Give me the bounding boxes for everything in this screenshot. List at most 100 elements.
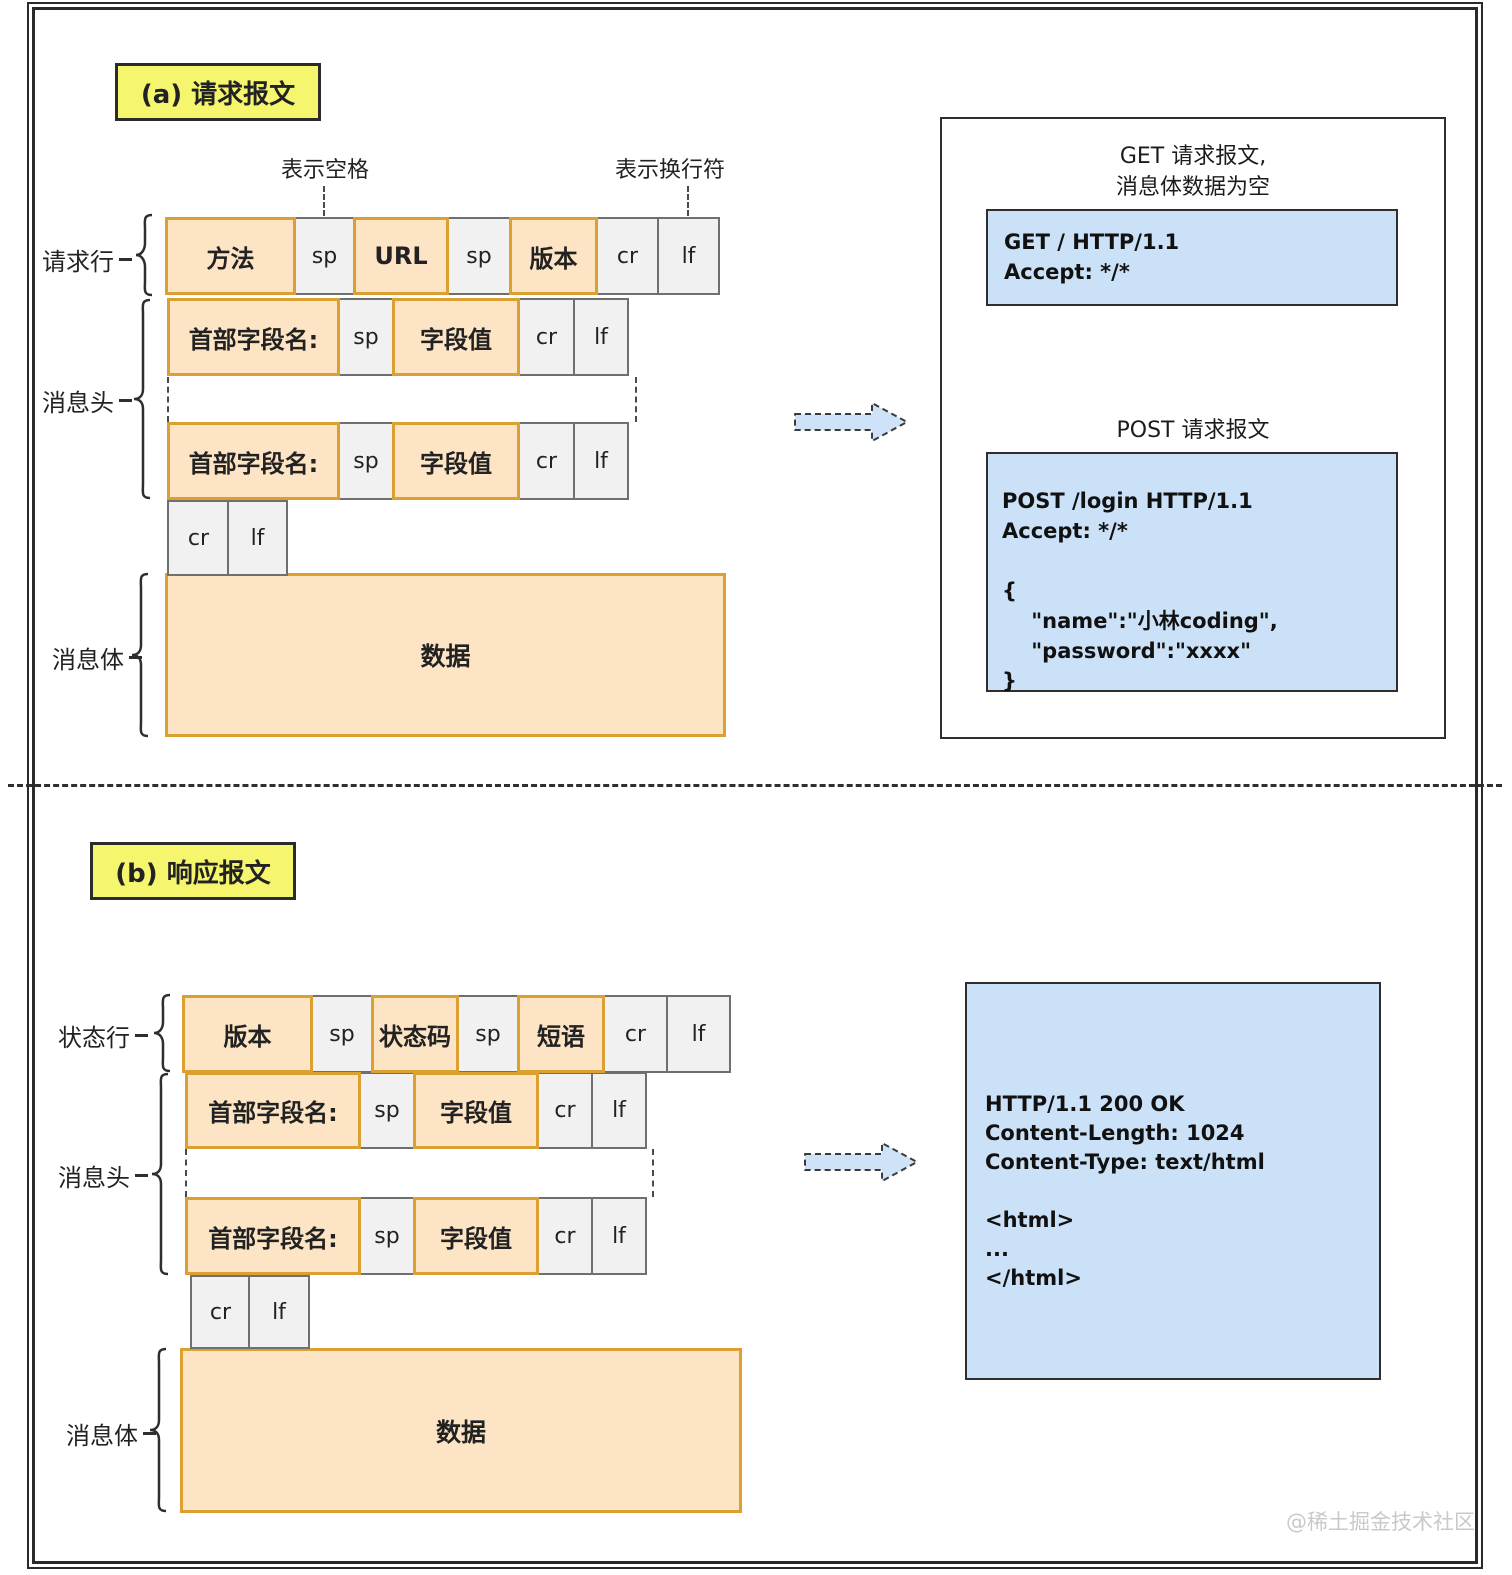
header-row: 首部字段名: sp 字段值 cr lf bbox=[185, 1197, 647, 1275]
arrow-right-icon bbox=[804, 1142, 918, 1182]
response-code-box: HTTP/1.1 200 OK Content-Length: 1024 Con… bbox=[965, 982, 1381, 1380]
post-request-code-box: POST /login HTTP/1.1 Accept: */* { "name… bbox=[986, 452, 1398, 693]
cell-version: 版本 bbox=[509, 217, 598, 295]
code-line: HTTP/1.1 200 OK bbox=[985, 1092, 1185, 1116]
code-line: POST /login HTTP/1.1 bbox=[1002, 489, 1253, 513]
cell-field-value: 字段值 bbox=[392, 298, 520, 376]
cell-cr: cr bbox=[536, 1197, 594, 1275]
request-examples-panel: GET 请求报文, 消息体数据为空 GET / HTTP/1.1 Accept:… bbox=[940, 117, 1446, 739]
label-headers: 消息头 bbox=[58, 1158, 148, 1193]
label-request-line: 请求行 bbox=[42, 242, 132, 277]
cell-lf: lf bbox=[573, 298, 629, 376]
section-divider-dashed-line bbox=[8, 784, 1502, 787]
brace-status-line bbox=[153, 993, 171, 1073]
cell-cr: cr bbox=[536, 1072, 594, 1149]
label-headers: 消息头 bbox=[42, 383, 132, 418]
annotation-space: 表示空格 bbox=[280, 158, 369, 183]
code-line bbox=[985, 1177, 1379, 1206]
get-example-title: GET 请求报文, 消息体数据为空 bbox=[942, 141, 1444, 203]
label-status-line-text: 状态行 bbox=[58, 1024, 130, 1052]
cell-version: 版本 bbox=[182, 995, 313, 1073]
cell-sp: sp bbox=[337, 298, 395, 376]
request-line-row: 方法 sp URL sp 版本 cr lf bbox=[165, 217, 720, 295]
code-line: Accept: */* bbox=[1002, 519, 1128, 543]
headers-gap-dash-left bbox=[167, 377, 169, 422]
code-line: </html> bbox=[985, 1266, 1082, 1290]
cell-method: 方法 bbox=[165, 217, 296, 295]
cell-cr: cr bbox=[517, 298, 576, 376]
cell-lf: lf bbox=[591, 1197, 647, 1275]
post-example-title: POST 请求报文 bbox=[1116, 418, 1270, 443]
code-line: Content-Type: text/html bbox=[985, 1150, 1265, 1174]
code-line: } bbox=[1002, 669, 1017, 693]
cell-phrase: 短语 bbox=[517, 995, 605, 1073]
code-line: { bbox=[1002, 579, 1017, 603]
cell-header-field-name: 首部字段名: bbox=[185, 1072, 361, 1149]
cell-header-field-name: 首部字段名: bbox=[167, 422, 340, 500]
label-headers-text: 消息头 bbox=[42, 389, 114, 417]
annotation-newline-pointer-line bbox=[687, 186, 689, 216]
cell-cr: cr bbox=[602, 995, 669, 1073]
label-headers-text: 消息头 bbox=[58, 1164, 130, 1192]
section-a-title: (a) 请求报文 bbox=[115, 63, 321, 121]
label-status-line: 状态行 bbox=[58, 1018, 148, 1053]
brace-headers bbox=[151, 1072, 169, 1276]
code-line: GET / HTTP/1.1 bbox=[1004, 230, 1180, 254]
code-line: Accept: */* bbox=[1004, 260, 1130, 284]
headers-gap-dash-right bbox=[635, 377, 637, 422]
get-example-title-line1: GET 请求报文, bbox=[1119, 144, 1267, 169]
cell-status-code: 状态码 bbox=[371, 995, 459, 1073]
brace-headers bbox=[133, 298, 151, 500]
cell-cr: cr bbox=[595, 217, 660, 295]
message-body-box: 数据 bbox=[165, 573, 726, 737]
cell-header-field-name: 首部字段名: bbox=[167, 298, 340, 376]
section-b-title: (b) 响应报文 bbox=[90, 842, 296, 900]
cell-sp: sp bbox=[337, 422, 395, 500]
code-line: "name":"小林coding", bbox=[1002, 609, 1278, 633]
cell-cr: cr bbox=[190, 1275, 251, 1349]
label-body: 消息体 bbox=[52, 640, 142, 675]
message-body-box: 数据 bbox=[180, 1348, 742, 1513]
code-line: Content-Length: 1024 bbox=[985, 1121, 1245, 1145]
cell-lf: lf bbox=[573, 422, 629, 500]
label-request-line-text: 请求行 bbox=[42, 248, 114, 276]
cell-sp: sp bbox=[293, 217, 356, 295]
cell-cr: cr bbox=[167, 500, 230, 576]
header-row: 首部字段名: sp 字段值 cr lf bbox=[167, 422, 629, 500]
label-body: 消息体 bbox=[66, 1416, 156, 1451]
cell-sp: sp bbox=[456, 995, 520, 1073]
headers-gap-dash-left bbox=[185, 1149, 187, 1197]
cell-sp: sp bbox=[358, 1197, 416, 1275]
get-example-title-line2: 消息体数据为空 bbox=[1115, 175, 1270, 200]
cell-header-field-name: 首部字段名: bbox=[185, 1197, 361, 1275]
annotation-space-pointer-line bbox=[323, 186, 325, 216]
empty-line-row: cr lf bbox=[167, 500, 288, 576]
cell-field-value: 字段值 bbox=[392, 422, 520, 500]
label-body-text: 消息体 bbox=[66, 1422, 138, 1450]
watermark: @稀土掘金技术社区 bbox=[1286, 1510, 1475, 1534]
empty-line-row: cr lf bbox=[190, 1275, 310, 1349]
cell-lf: lf bbox=[657, 217, 720, 295]
cell-cr: cr bbox=[517, 422, 576, 500]
code-line: <html> bbox=[985, 1208, 1075, 1232]
cell-sp: sp bbox=[358, 1072, 416, 1149]
header-row: 首部字段名: sp 字段值 cr lf bbox=[185, 1072, 647, 1149]
label-body-text: 消息体 bbox=[52, 646, 124, 674]
cell-lf: lf bbox=[227, 500, 288, 576]
code-line: "password":"xxxx" bbox=[1002, 639, 1252, 663]
cell-sp: sp bbox=[310, 995, 374, 1073]
code-line bbox=[1002, 546, 1396, 576]
code-line: ... bbox=[985, 1237, 1009, 1261]
cell-lf: lf bbox=[591, 1072, 647, 1149]
cell-sp: sp bbox=[446, 217, 512, 295]
status-line-row: 版本 sp 状态码 sp 短语 cr lf bbox=[182, 995, 731, 1073]
get-request-code-box: GET / HTTP/1.1 Accept: */* bbox=[986, 209, 1398, 306]
cell-url: URL bbox=[353, 217, 449, 295]
arrow-right-icon bbox=[794, 402, 908, 442]
cell-lf: lf bbox=[666, 995, 731, 1073]
annotation-newline: 表示换行符 bbox=[614, 158, 725, 183]
brace-request-line bbox=[135, 213, 153, 297]
cell-field-value: 字段值 bbox=[413, 1197, 539, 1275]
cell-lf: lf bbox=[248, 1275, 310, 1349]
